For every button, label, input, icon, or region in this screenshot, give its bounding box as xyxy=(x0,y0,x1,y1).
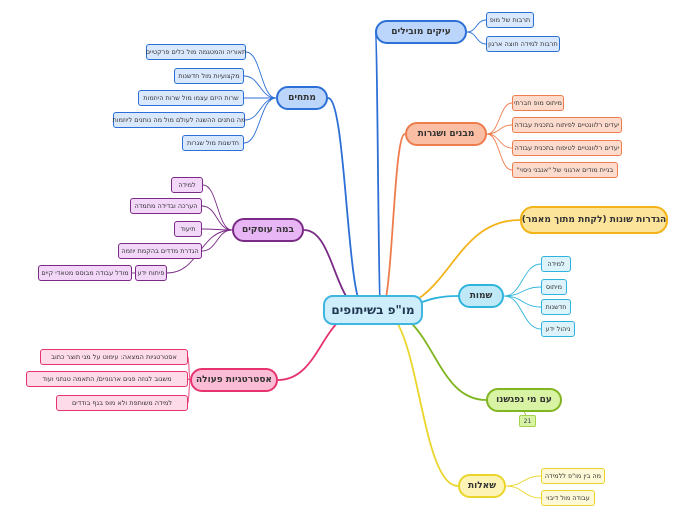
connector-badge xyxy=(523,411,527,416)
connector-b2-2 xyxy=(486,133,513,149)
branch-structures-routines[interactable]: מבנים ושגרות xyxy=(405,122,487,146)
branch-tensions[interactable]: מתחים xyxy=(276,86,328,110)
connector-b8-0 xyxy=(202,184,233,231)
branch-definitions[interactable]: הגדרות שונות (לקחת מתוך מאמר) xyxy=(520,206,668,234)
leaf-tension-1[interactable]: תאוריה והמטגמה מול כלים פרקטיים xyxy=(146,44,246,60)
connector-center-b2 xyxy=(380,133,406,311)
connector-b1-1 xyxy=(466,31,487,45)
leaf-cross-org-learning[interactable]: תרבות למידה חוצה ארגון xyxy=(486,36,560,52)
connector-center-b6 xyxy=(380,309,459,487)
subleaf-work-model[interactable]: מודל עבודה מבוסס מטאדי קיים xyxy=(38,265,132,281)
leaf-mop-culture[interactable]: תרבות של מופ xyxy=(486,12,534,28)
connector-b9-3 xyxy=(244,97,277,121)
connector-b8-3 xyxy=(201,229,233,252)
connector-center-b9 xyxy=(327,97,366,311)
branch-questions[interactable]: שאלות xyxy=(458,474,506,498)
leaf-documentation[interactable]: תיעוד xyxy=(174,221,202,237)
leaf-strategy-3[interactable]: למידה משותפת ולא מופ בגף בודדים xyxy=(56,395,188,411)
central-topic[interactable]: מו"פ בשיתופים xyxy=(323,295,423,325)
connector-b4-3 xyxy=(503,295,542,330)
connector-b4-0 xyxy=(503,263,542,297)
leaf-tension-4[interactable]: מה נותנים ההשגה לעולם מול מה נותנים ליוז… xyxy=(113,112,245,128)
leaf-learning[interactable]: למידה xyxy=(541,256,571,272)
connector-b4-1 xyxy=(503,286,542,297)
leaf-innovation[interactable]: חדשנות xyxy=(541,299,571,315)
connector-b2-3 xyxy=(486,133,513,171)
leaf-evaluation[interactable]: הערכה ובדידה מתמדה xyxy=(130,198,202,214)
connector-b6-0 xyxy=(505,475,542,487)
leaf-strategy-2[interactable]: משגוב לגוזה פגים ארגוניים/ התאמה טנתני ו… xyxy=(26,371,188,387)
leaf-social-myth[interactable]: מיתוס מופ חברתי xyxy=(512,95,564,111)
count-badge: 21 xyxy=(519,415,536,427)
leaf-tension-5[interactable]: חדשנות מול שגרות xyxy=(182,135,244,151)
branch-who-we-met[interactable]: עם מי נפגשנו xyxy=(486,388,562,412)
leaf-learning[interactable]: למידה xyxy=(171,177,203,193)
leaf-org-model[interactable]: בניית מודים ארגוני של "אנבני ניסוי" xyxy=(512,162,618,178)
branch-action-strategies[interactable]: אסטרטגיות פעולה xyxy=(190,368,278,392)
connector-b2-0 xyxy=(486,102,513,135)
connector-center-b1 xyxy=(374,31,382,311)
leaf-nurture-goals[interactable]: יעדים רלוונטיים לטיפוח בתכנית עבודה xyxy=(512,140,622,156)
leaf-myth[interactable]: מיתוס xyxy=(541,279,567,295)
leaf-development-goals[interactable]: יעדים רלוונטיים לפיתוח בתכנית עבודה xyxy=(512,117,622,133)
leaf-work-vs-talk[interactable]: עבודה מול דיבוי xyxy=(541,490,595,506)
connector-b9-1 xyxy=(243,75,277,99)
connector-b9-0 xyxy=(245,51,277,99)
connector-b2-1 xyxy=(486,124,513,135)
connector-b1-0 xyxy=(466,19,487,33)
connector-b7-0 xyxy=(187,356,191,381)
leaf-tension-3[interactable]: שרות היזם עצמו מול שרות היוזמות xyxy=(138,90,244,106)
leaf-knowledge-dev[interactable]: פיתוח ידע xyxy=(135,265,167,281)
leaf-rd-vs-learning[interactable]: מה בין מו"פ ללמידה xyxy=(541,468,605,484)
connector-b8-1 xyxy=(201,205,233,231)
leaf-strategy-1[interactable]: אסטרטגיות המצאה: עימוט על מגי תוצר כתוב xyxy=(40,349,188,365)
connector-b9-4 xyxy=(243,97,277,144)
branch-what-we-do[interactable]: במה עוסקים xyxy=(232,218,304,242)
connector-b6-1 xyxy=(505,485,542,499)
leaf-knowledge-management[interactable]: ניהול ידע xyxy=(541,321,575,337)
leaf-metrics[interactable]: הגדרת מדדים בהקמת יוזמה xyxy=(118,243,202,259)
leaf-tension-2[interactable]: מקצועיות מול חדשנות xyxy=(174,68,244,84)
branch-leading-principles[interactable]: עיקים מובילים xyxy=(375,20,467,44)
branch-names[interactable]: שמות xyxy=(458,284,504,308)
connector-b7-2 xyxy=(187,379,191,404)
